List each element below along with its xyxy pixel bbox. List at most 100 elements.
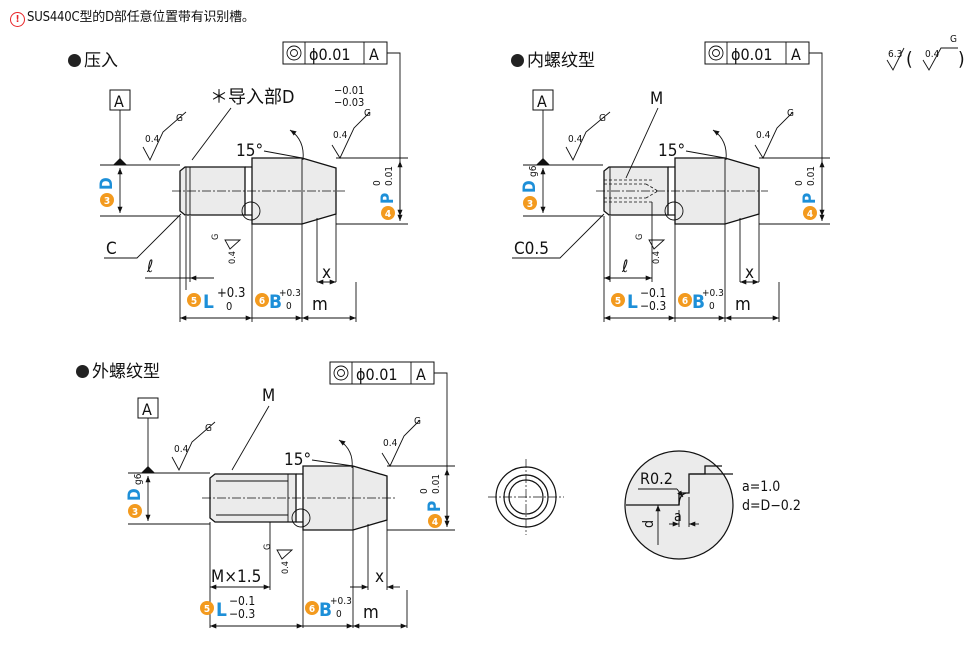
datum-label: A	[114, 92, 124, 111]
roughness-icon	[381, 419, 421, 467]
svg-text:4: 4	[807, 209, 813, 220]
svg-text:3: 3	[104, 196, 110, 207]
detail-a-value: a=1.0	[742, 479, 780, 495]
svg-text:A: A	[142, 400, 152, 419]
svg-text:B: B	[319, 599, 332, 621]
bullet-icon	[76, 365, 89, 378]
svg-text:6: 6	[309, 604, 315, 615]
svg-text:5: 5	[615, 296, 621, 307]
svg-text:P: P	[800, 193, 820, 204]
note-label: SUS440C型的D部任意位置带有识别槽。	[27, 10, 255, 25]
detail-circle	[241, 201, 261, 221]
svg-text:3: 3	[527, 199, 533, 210]
svg-text:−0.3: −0.3	[640, 299, 666, 313]
svg-text:0: 0	[709, 301, 715, 312]
svg-text:0.4: 0.4	[228, 251, 238, 264]
svg-text:+0.3: +0.3	[330, 596, 352, 607]
svg-text:G: G	[787, 108, 794, 119]
detail-d-label: d	[641, 520, 657, 528]
svg-text:0.01: 0.01	[431, 474, 442, 494]
svg-text:0.4: 0.4	[652, 251, 662, 264]
tolerance-datum: A	[369, 45, 379, 64]
badge-6	[305, 601, 319, 615]
title-external-label: 外螺纹型	[92, 362, 160, 382]
svg-text:0.4: 0.4	[174, 444, 189, 455]
dim-x-label: x	[322, 263, 331, 283]
badge-3	[128, 504, 142, 518]
svg-text:D: D	[125, 488, 145, 501]
svg-text:0.01: 0.01	[806, 166, 817, 186]
svg-text:A: A	[416, 365, 426, 384]
dim-m-label: m	[312, 294, 328, 315]
svg-text:G: G	[263, 544, 273, 550]
svg-text:g6: g6	[528, 165, 539, 177]
detail-circle	[664, 201, 684, 221]
concentricity-icon	[286, 45, 302, 61]
svg-text:G: G	[635, 234, 645, 240]
datum-triangle-icon	[141, 466, 155, 473]
svg-text:M: M	[262, 386, 275, 406]
paren-close: )	[958, 48, 965, 70]
svg-text:−0.3: −0.3	[229, 607, 255, 621]
angle-label: 15°	[236, 141, 263, 161]
dim-D-label: D	[97, 177, 117, 190]
svg-text:15°: 15°	[284, 450, 311, 470]
dim-P-label: P	[378, 193, 398, 204]
svg-text:15°: 15°	[658, 141, 685, 161]
svg-text:x: x	[375, 567, 384, 587]
svg-text:0.01: 0.01	[384, 166, 395, 186]
svg-text:G: G	[599, 113, 606, 124]
svg-text:P: P	[425, 501, 445, 512]
tolerance-value: ϕ0.01	[309, 45, 351, 64]
thread-label: M	[650, 89, 663, 109]
svg-text:5: 5	[204, 604, 210, 615]
roughness-symbol-icon	[922, 47, 958, 71]
detail-d-value: d=D−0.2	[742, 498, 801, 514]
bullet-icon	[68, 54, 81, 67]
detail-radius-label: R0.2	[640, 469, 673, 488]
end-view	[488, 459, 564, 535]
svg-text:6: 6	[259, 296, 265, 307]
svg-text:D: D	[520, 180, 540, 193]
roughness-icon	[648, 239, 666, 250]
view-press: ϕ0.01 A A 3 D ＊导入部D −0.01 −0.03 0.4 G 0.…	[97, 41, 408, 322]
dim-B-label: B	[269, 291, 282, 313]
svg-text:G: G	[205, 423, 212, 434]
svg-text:+0.3: +0.3	[217, 286, 245, 301]
pitch-label: M×1.5	[211, 567, 261, 587]
datum-triangle-icon	[536, 158, 550, 165]
svg-text:−0.1: −0.1	[229, 594, 255, 608]
view-internal: ϕ0.01 A A 3 D g6 M 0.4 G 0.4 G 15° 4 P 0…	[512, 41, 830, 322]
svg-text:0: 0	[794, 180, 805, 186]
svg-text:−0.1: −0.1	[640, 286, 666, 300]
svg-text:+0.3: +0.3	[279, 288, 301, 299]
svg-text:A: A	[791, 45, 801, 64]
view-external: ϕ0.01 A A 3 D g6 M 0.4 G 0.4 G 15° 4 P 0…	[125, 361, 455, 629]
svg-text:B: B	[692, 291, 705, 313]
title-press-label: 压入	[84, 51, 118, 71]
concentricity-icon	[333, 365, 349, 381]
svg-text:0.4: 0.4	[383, 438, 398, 449]
svg-text:x: x	[745, 263, 754, 283]
svg-text:A: A	[537, 92, 547, 111]
roughness-legend: 6.3 ( 0.4 G )	[886, 34, 965, 71]
note-text: !SUS440C型的D部任意位置带有识别槽。	[10, 6, 255, 27]
datum-triangle-icon	[113, 158, 127, 165]
badge-6	[255, 293, 269, 307]
lead-label: ＊导入部D	[210, 87, 294, 108]
roughness-icon	[331, 111, 371, 159]
detail-a-label: a	[674, 509, 682, 525]
svg-text:4: 4	[385, 209, 391, 220]
dim-ell-label: ℓ	[146, 257, 153, 277]
chamfer-label: C	[106, 239, 117, 259]
svg-text:0.4: 0.4	[281, 561, 291, 574]
detail-view: R0.2 a d a=1.0 d=D−0.2	[624, 450, 801, 560]
concentricity-icon	[708, 45, 724, 61]
badge-5	[187, 293, 201, 307]
svg-text:G: G	[414, 416, 421, 427]
title-press: 压入	[68, 46, 118, 71]
roughness-icon	[142, 111, 187, 162]
svg-text:0: 0	[372, 180, 383, 186]
badge-4	[803, 206, 817, 220]
